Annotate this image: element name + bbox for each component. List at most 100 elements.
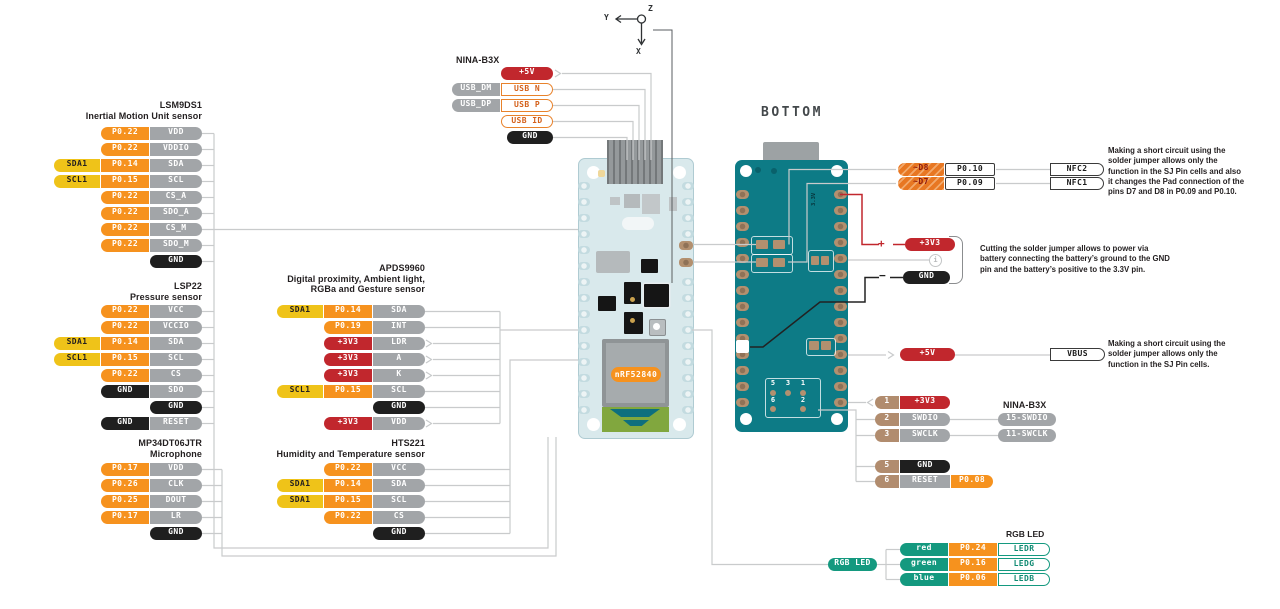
swd-pin-pad [770, 390, 776, 396]
pill-usb-id: USB ID [501, 115, 553, 128]
pill-scl: SCL [150, 353, 202, 366]
top-board-usb-connector [607, 140, 663, 184]
solder-pad-left [736, 334, 749, 343]
pill-p0-22: P0.22 [101, 127, 149, 140]
pill-k: K [373, 369, 425, 382]
pill-cs-a: CS_A [150, 191, 202, 204]
pin-pad-right [682, 374, 694, 382]
pill-gnd: GND [900, 460, 950, 473]
pill-red: red [900, 543, 948, 556]
pill--3v3: +3V3 [900, 396, 950, 409]
pill-sdo-a: SDO_A [150, 207, 202, 220]
mcu-label: nRF52840 [611, 367, 661, 382]
pill-reset: RESET [900, 475, 950, 488]
pill-ledb: LEDB [998, 573, 1050, 586]
jumper-pad [773, 258, 785, 267]
pill-ledg: LEDG [998, 558, 1050, 571]
solder-pad-left [736, 398, 749, 407]
solder-jumper [751, 254, 793, 273]
jumper-pad [821, 341, 831, 350]
solder-pad-left [736, 350, 749, 359]
pin-pad-left [578, 294, 590, 302]
pill-p0-22: P0.22 [324, 511, 372, 524]
pin-pad-left [578, 278, 590, 286]
pill-vcc: VCC [150, 305, 202, 318]
swd-row: 1+3V3 [875, 396, 994, 409]
pill-lr: LR [150, 511, 202, 524]
pill-vddio: VDDIO [150, 143, 202, 156]
pill-p0-14: P0.14 [101, 337, 149, 350]
solder-pad-right [834, 238, 847, 247]
smd-part [598, 170, 605, 177]
pin-pad-right [682, 214, 694, 222]
chip-small [641, 259, 658, 273]
pin-pad-right [682, 198, 694, 206]
mount-hole [740, 165, 752, 177]
jumper-pad [809, 341, 819, 350]
pill-p0-15: P0.15 [324, 495, 372, 508]
pin-pad-right [682, 182, 694, 190]
antenna-trace [623, 420, 649, 426]
swd-pin-number: 6 [770, 396, 776, 404]
pill-ldr: LDR [373, 337, 425, 350]
nina-module: nRF52840 [602, 339, 669, 407]
solder-pad-right [834, 382, 847, 391]
pin-pad-left [578, 390, 590, 398]
pill-p0-25: P0.25 [101, 495, 149, 508]
pill-dout: DOUT [150, 495, 202, 508]
solder-pad-right [834, 334, 847, 343]
pin-pad-left [578, 246, 590, 254]
nina-b3x-swd-label: NINA-B3X [1003, 400, 1047, 410]
lsm9ds1-title: LSM9DS1 Inertial Motion Unit sensor [85, 100, 202, 121]
solder-pad-right [834, 206, 847, 215]
pill-rgb-led-source: RGB LED [828, 558, 877, 571]
pill-p0-26: P0.26 [101, 479, 149, 492]
swd-header [765, 378, 821, 418]
swd-pin-pad [800, 406, 806, 412]
pin-pad-right [682, 278, 694, 286]
solder-pad-right [834, 398, 847, 407]
solder-pad-right [834, 254, 847, 263]
smd-part [624, 194, 640, 208]
pill-blue: blue [900, 573, 948, 586]
swd-pin-pad [770, 406, 776, 412]
pill-p0-15: P0.15 [101, 175, 149, 188]
pill-p0-06: P0.06 [949, 573, 997, 586]
solder-jumper [808, 250, 834, 272]
pill-p0-15: P0.15 [324, 385, 372, 398]
swd-pin-number: 3 [785, 379, 791, 387]
board-top-view: nRF52840 [578, 158, 694, 439]
pill-sda: SDA [150, 159, 202, 172]
solder-pad-right [834, 318, 847, 327]
pill-scl: SCL [150, 175, 202, 188]
pill-swdio: SWDIO [900, 413, 950, 426]
jumper-pad [821, 256, 829, 265]
note-battery: Cutting the solder jumper allows to powe… [980, 244, 1170, 274]
solder-pad-right [834, 222, 847, 231]
pill-nfc2: NFC2 [1050, 163, 1104, 176]
apds9960-title: APDS9960 Digital proximity, Ambient ligh… [287, 263, 425, 294]
mic-port [630, 318, 635, 323]
pill--3v3: +3V3 [324, 337, 372, 350]
pill-sda: SDA [150, 337, 202, 350]
pill-usb-n: USB N [501, 83, 553, 96]
solder-pad-left [736, 270, 749, 279]
solder-pad-right [834, 270, 847, 279]
pill-gnd: GND [150, 401, 202, 414]
pill-sda1: SDA1 [277, 495, 323, 508]
pill--5v: +5V [501, 67, 553, 80]
